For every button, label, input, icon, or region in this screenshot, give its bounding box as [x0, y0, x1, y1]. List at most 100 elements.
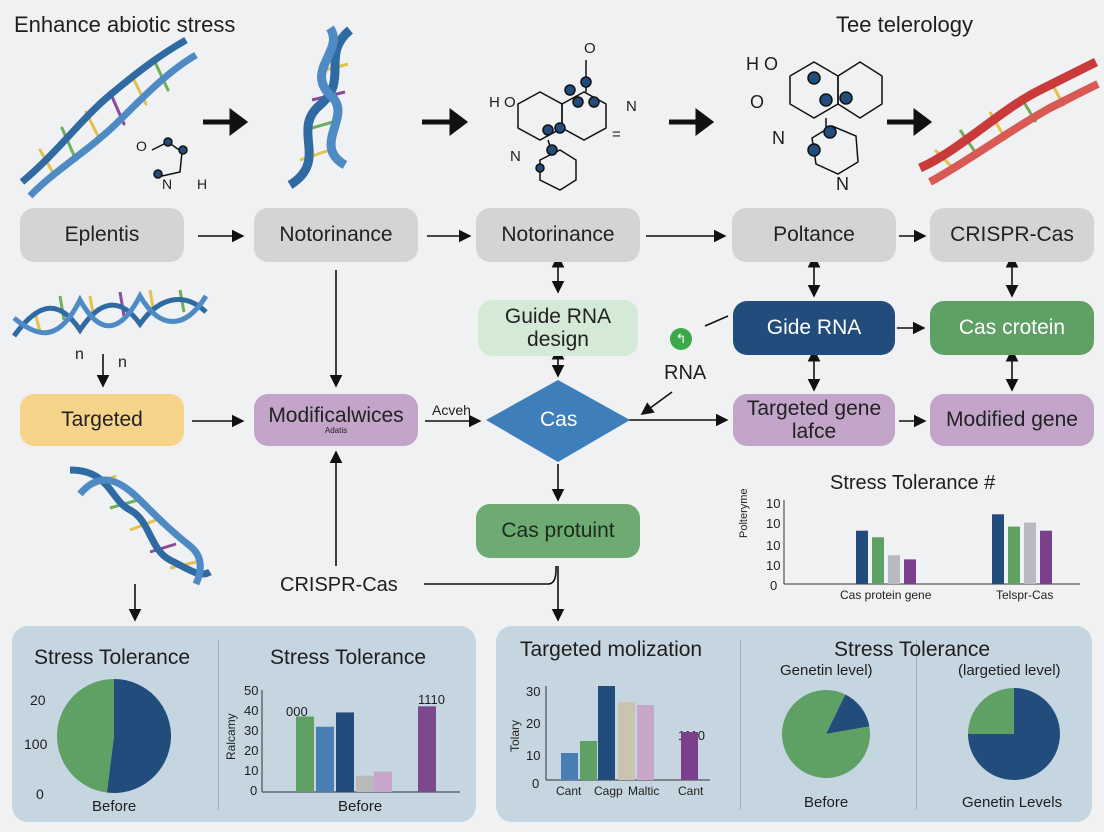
bar-chart-bar [561, 753, 578, 780]
bar-annot: 1110 [418, 692, 445, 707]
molecule-icon [151, 137, 188, 179]
bar-chart-bar [316, 726, 334, 792]
bar-chart-bar [681, 732, 698, 780]
bar-chart-bar [618, 702, 635, 780]
molecule-label: H O [746, 54, 779, 74]
acveh-label: Acveh [432, 402, 471, 418]
bar-xlabel: Cagp [594, 784, 623, 798]
bar-ytick: 40 [244, 703, 259, 718]
bar-chart-bar [374, 771, 392, 792]
bar-chart-bar [336, 712, 354, 792]
pie-slice [57, 679, 114, 793]
node-targeted[interactable]: Targeted [20, 394, 184, 446]
molecule-label: N [162, 176, 173, 192]
mini-chart-ytick: 10 [766, 516, 781, 531]
node-notorinance-2[interactable]: Notorinance [476, 208, 640, 262]
cas-diamond-label: Cas [540, 408, 578, 431]
panel-divider [916, 640, 917, 810]
mini-chart-bar [872, 537, 884, 584]
header-left: Enhance abiotic stress [14, 12, 236, 37]
bar-ytick: 20 [244, 743, 259, 758]
mini-chart-bar [1040, 530, 1052, 584]
panel-left-title-1: Stress Tolerance [34, 646, 191, 669]
pie-ytick: 20 [30, 692, 46, 708]
helix-label: n [118, 354, 127, 371]
mini-chart-ytick: 10 [766, 558, 781, 573]
node-modificalwices-label: Modificalwices [268, 404, 404, 428]
crispr-cas-label: CRISPR-Cas [280, 574, 398, 596]
mini-chart-bar [1008, 526, 1020, 584]
molecule-label: O [136, 138, 147, 154]
bar-annot: 000 [286, 704, 308, 719]
panel-divider [218, 640, 219, 810]
molecule-label: = [612, 126, 621, 143]
node-guide-rna-design[interactable]: Guide RNA design [478, 300, 638, 356]
bar-ytick: 20 [526, 716, 541, 731]
node-crispr-cas[interactable]: CRISPR-Cas [930, 208, 1094, 262]
bar-chart-bar [296, 716, 314, 792]
bar-ytick: 50 [244, 683, 259, 698]
pie-slice [968, 688, 1014, 734]
bar-caption: Before [338, 798, 383, 815]
dna-helix-icon [19, 36, 198, 199]
bar-chart-bar [418, 706, 436, 792]
molecule-label: O [584, 40, 596, 57]
bar-chart-bar [637, 705, 654, 780]
node-targeted-gene[interactable]: Targeted gene lafce [733, 394, 895, 446]
bar-chart-bar [580, 741, 597, 780]
header-right: Tee telerology [836, 12, 973, 37]
pie-slice [826, 694, 870, 734]
node-gide-rna[interactable]: Gide RNA [733, 301, 895, 355]
panel-divider [740, 640, 741, 810]
molecule-label: N [510, 148, 521, 165]
dna-helix-icon [287, 25, 354, 189]
molecule-icon [789, 61, 883, 175]
bar-ytick: 0 [532, 776, 540, 791]
bar-ytick: 30 [244, 723, 259, 738]
node-cas-protuint[interactable]: Cas protuint [476, 504, 640, 558]
pie-slice [106, 679, 172, 794]
mini-chart-bar [856, 530, 868, 584]
bar-ytick: 10 [244, 763, 259, 778]
mini-chart-ytick: 10 [766, 538, 781, 553]
pie-caption: Genetin Levels [962, 794, 1063, 811]
mini-chart-xlabel: Telspr-Cas [996, 588, 1054, 602]
molecule-icon [517, 60, 607, 191]
pie-label: Genetin level) [780, 662, 873, 679]
node-modificalwices[interactable]: Modificalwices Adatis [254, 394, 418, 446]
bar-xlabel: Cant [678, 784, 704, 798]
bar-chart-bar [598, 686, 615, 780]
node-eplentis[interactable]: Eplentis [20, 208, 184, 262]
panel-right-title-2: Stress Tolerance [834, 638, 991, 661]
bar-chart-bar [356, 775, 374, 792]
node-poltance[interactable]: Poltance [732, 208, 896, 262]
mini-chart-title: Stress Tolerance # [830, 472, 996, 494]
helix-label: n [75, 346, 84, 363]
node-cas-crotein[interactable]: Cas crotein [930, 301, 1094, 355]
node-notorinance-1[interactable]: Notorinance [254, 208, 418, 262]
mini-chart-ytick: 0 [770, 578, 778, 593]
bar-ytick: 0 [250, 783, 258, 798]
dna-helix-icon [11, 289, 209, 338]
mini-chart-bar [1024, 522, 1036, 584]
bar-ytick: 30 [526, 684, 541, 699]
molecule-label: N [836, 174, 849, 194]
node-modified-gene[interactable]: Modified gene [930, 394, 1094, 446]
panel-right-title-1: Targeted molization [520, 638, 703, 661]
mini-chart-bar [888, 555, 900, 584]
molecule-label: O [750, 92, 765, 112]
rna-badge-icon: ↰ [670, 328, 692, 350]
pie-caption: Before [92, 798, 137, 815]
molecule-label: H O [489, 94, 516, 111]
mini-chart-xlabel: Cas protein gene [840, 588, 932, 602]
mini-chart-bar [904, 559, 916, 584]
dna-helix-icon [918, 57, 1100, 186]
pie-ytick: 0 [36, 786, 44, 802]
mini-chart-bar [992, 514, 1004, 584]
header-arrows [203, 108, 933, 136]
dna-helix-icon [69, 466, 212, 586]
bar-xlabel: Cant [556, 784, 582, 798]
